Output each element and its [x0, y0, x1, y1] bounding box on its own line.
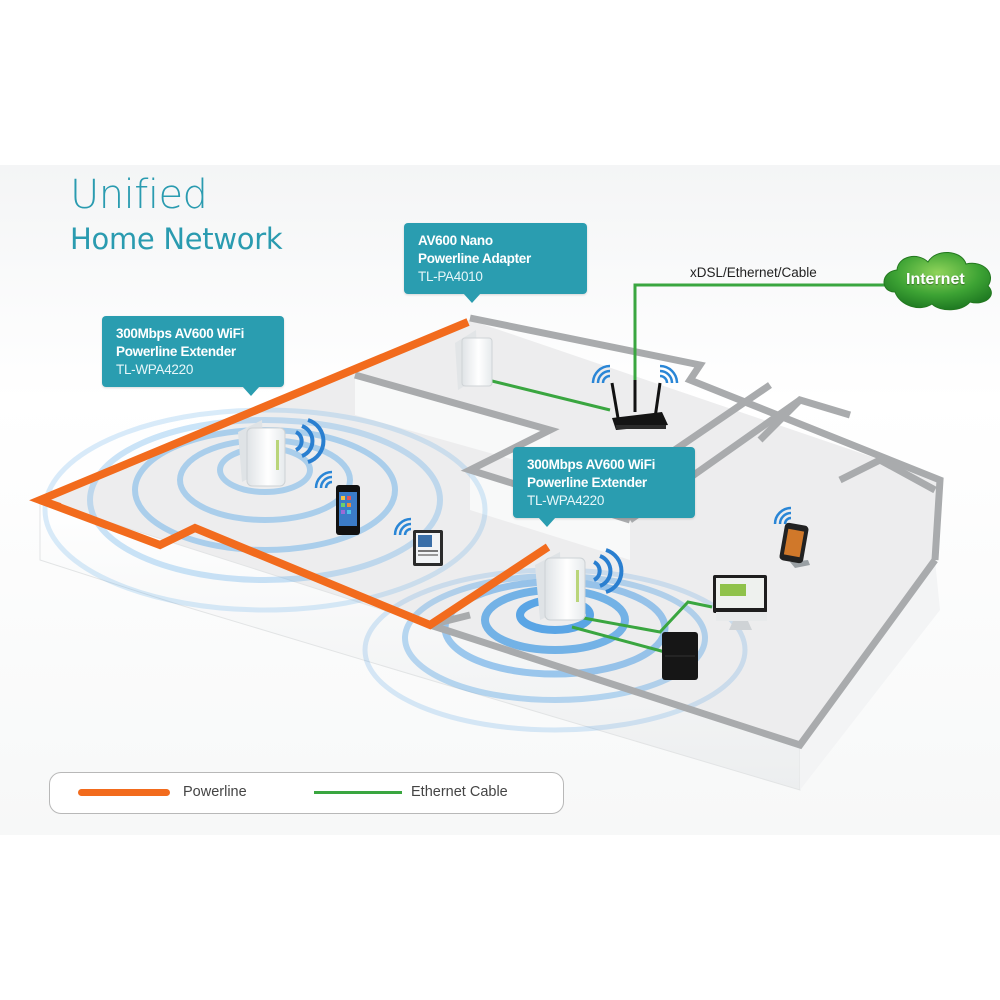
title-line-1: Unified — [70, 172, 208, 218]
internet-uplink-cable — [633, 283, 893, 390]
title-line-2: Home Network — [70, 222, 283, 256]
adapter-router-cable — [491, 379, 611, 412]
powerline-wiring — [29, 318, 551, 630]
router-wifi-icon-right — [659, 364, 679, 384]
legend-powerline-swatch — [78, 789, 170, 796]
callout-pointer — [242, 386, 260, 396]
callout-extender-right: 300Mbps AV600 WiFi Powerline Extender TL… — [513, 447, 695, 527]
docked-smartphone-wifi-icon — [773, 506, 792, 525]
extender-left-wifi-icon — [294, 418, 326, 464]
callout-extender-right-line2: Powerline Extender — [527, 475, 647, 490]
extender-monitor-cable — [577, 600, 713, 634]
building-base — [39, 320, 940, 791]
ethernet-cables — [491, 283, 893, 654]
tablet-wifi-icon — [393, 517, 412, 536]
callout-extender-right-line1: 300Mbps AV600 WiFi — [527, 457, 656, 472]
wifi-router-device — [610, 380, 668, 430]
internet-cloud-icon — [883, 252, 992, 311]
legend: Powerline Ethernet Cable — [49, 772, 564, 814]
docked-smartphone-device — [779, 522, 810, 568]
callout-pointer — [538, 517, 556, 527]
callout-nano-adapter-model: TL-PA4010 — [418, 269, 483, 284]
smartphone-device — [336, 485, 360, 535]
router-wifi-icon-left — [591, 364, 611, 384]
legend-powerline-label: Powerline — [183, 784, 247, 800]
callout-nano-adapter: AV600 Nano Powerline Adapter TL-PA4010 — [404, 223, 587, 303]
powerline-adapter-device — [455, 330, 493, 390]
wifi-extender-left-device — [238, 420, 286, 487]
callout-extender-left-line1: 300Mbps AV600 WiFi — [116, 326, 245, 341]
callout-extender-right-model: TL-WPA4220 — [527, 493, 605, 508]
callout-nano-adapter-line2: Powerline Adapter — [418, 251, 531, 266]
wifi-extender-right-device — [535, 552, 586, 621]
connection-type-label: xDSL/Ethernet/Cable — [690, 265, 817, 280]
callout-extender-left: 300Mbps AV600 WiFi Powerline Extender TL… — [102, 316, 284, 396]
desktop-monitor-device — [713, 575, 767, 630]
smartphone-wifi-icon — [314, 470, 333, 489]
extender-console-cable — [571, 625, 666, 654]
callout-extender-left-model: TL-WPA4220 — [116, 362, 194, 377]
legend-ethernet-label: Ethernet Cable — [411, 784, 508, 800]
callout-pointer — [463, 293, 481, 303]
callout-nano-adapter-line1: AV600 Nano — [418, 233, 493, 248]
tablet-device — [413, 530, 443, 566]
internet-cloud-label: Internet — [906, 271, 965, 288]
game-console-device — [662, 632, 698, 680]
extender-right-wifi-icon — [592, 548, 624, 594]
callout-extender-left-line2: Powerline Extender — [116, 344, 236, 359]
legend-ethernet-swatch — [314, 791, 402, 794]
